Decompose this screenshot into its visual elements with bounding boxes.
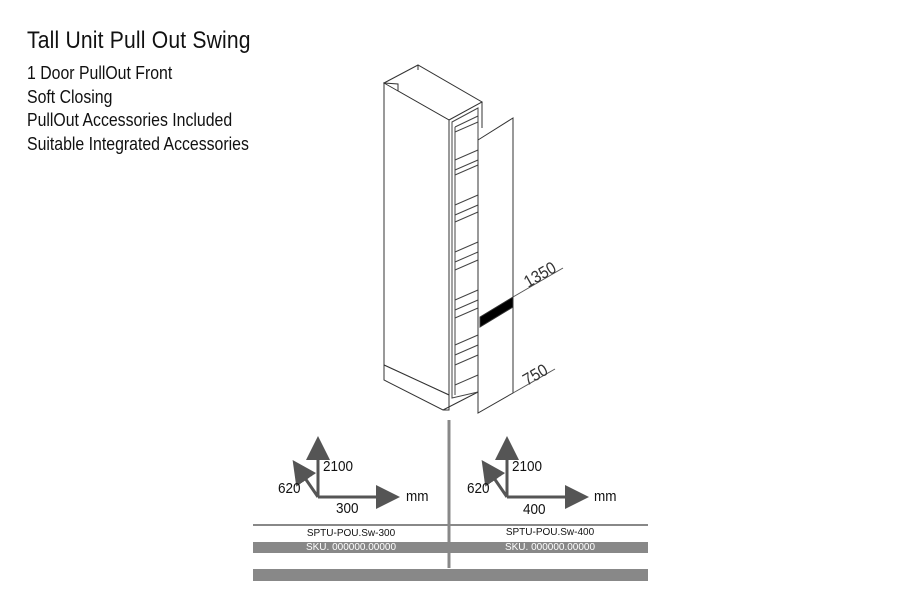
feature-item: PullOut Accessories Included (27, 110, 233, 130)
footer-bar (253, 569, 648, 581)
feature-item: Soft Closing (27, 87, 113, 107)
depth-label: 620 (467, 480, 490, 497)
width-label: 400 (523, 501, 546, 518)
handle-band (479, 296, 514, 328)
sku-bar (253, 542, 648, 553)
unit-label: mm (406, 488, 429, 505)
tall-unit-illustration (382, 64, 564, 414)
axes-icon-400 (481, 436, 589, 509)
model-code: SPTU-POU.Sw-400 (505, 527, 595, 538)
depth-label: 620 (278, 480, 301, 497)
dimension-1350: 1350 (521, 258, 560, 291)
axes-icon-300 (292, 436, 400, 509)
height-label: 2100 (323, 458, 354, 475)
sku-code: SKU. 000000.00000 (504, 542, 596, 553)
height-label: 2100 (512, 458, 543, 475)
page-title: Tall Unit Pull Out Swing (27, 27, 251, 54)
width-label: 300 (336, 500, 359, 517)
feature-item: 1 Door PullOut Front (27, 63, 173, 83)
model-code: SPTU-POU.Sw-300 (306, 528, 396, 539)
feature-item: Suitable Integrated Accessories (27, 134, 249, 154)
unit-label: mm (594, 488, 617, 505)
sku-code: SKU. 000000.00000 (305, 542, 397, 553)
dimension-750: 750 (520, 360, 552, 389)
